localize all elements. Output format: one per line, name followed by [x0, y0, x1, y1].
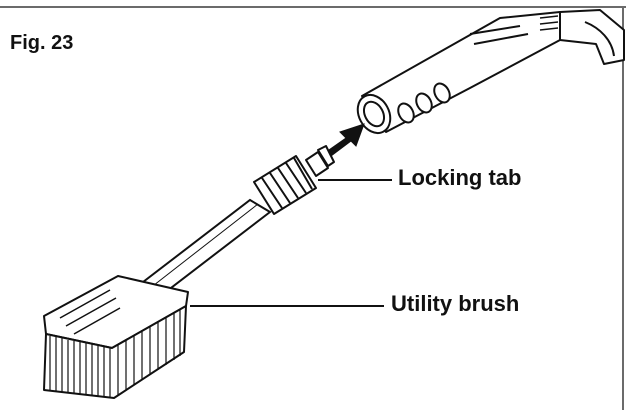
brush-bristles	[49, 309, 181, 398]
insertion-arrow	[325, 123, 365, 157]
spray-wand-handle	[356, 9, 625, 135]
figure-label: Fig. 23	[10, 32, 74, 54]
frame-top-border	[0, 6, 626, 8]
utility-brush-label: Utility brush	[391, 291, 520, 316]
frame-right-border	[622, 6, 624, 410]
quick-connect-coupler	[253, 145, 335, 215]
locking-tab-label: Locking tab	[398, 165, 522, 190]
